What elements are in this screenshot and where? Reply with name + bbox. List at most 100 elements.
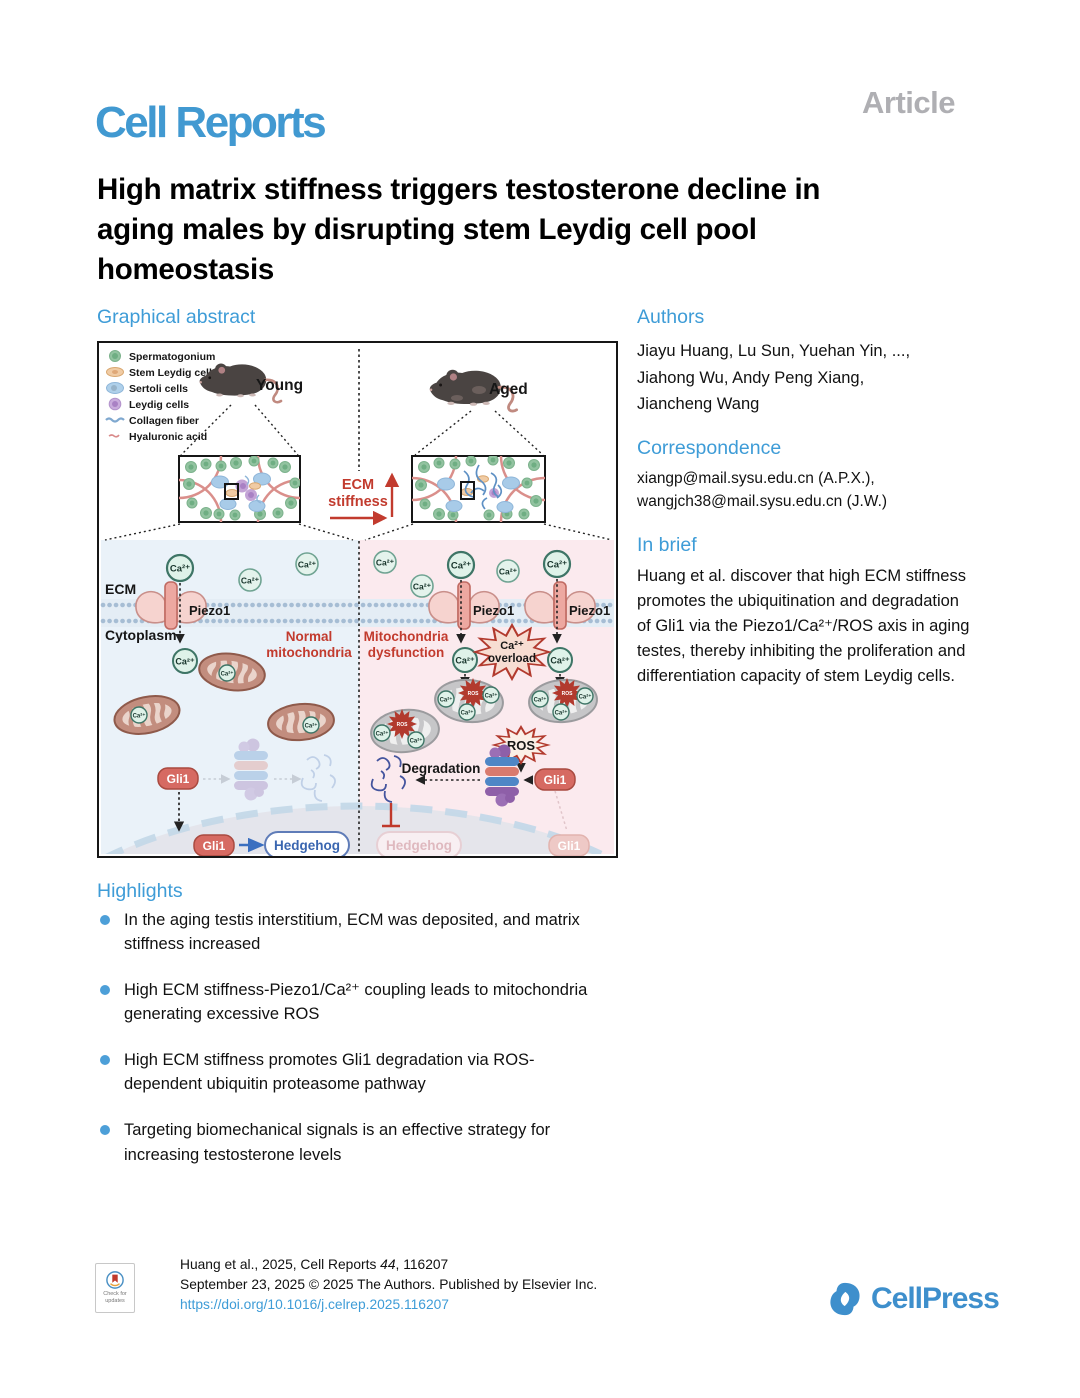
svg-text:Hedgehog: Hedgehog	[274, 838, 340, 853]
svg-text:Ca²⁺: Ca²⁺	[241, 576, 260, 586]
mitochondria-dysfunction-label: Mitochondria	[364, 629, 449, 644]
legend-label: Spermatogonium	[129, 351, 215, 363]
legend-label: Collagen fiber	[129, 415, 199, 427]
svg-text:Ca²⁺: Ca²⁺	[534, 697, 547, 704]
author-line: Jiahong Wu, Andy Peng Xiang,	[637, 368, 865, 387]
piezo1-label: Piezo1	[473, 603, 514, 618]
title-line: High matrix stiffness triggers testoster…	[97, 173, 821, 206]
svg-text:overload: overload	[488, 653, 536, 665]
article-type-label: Article	[862, 85, 955, 120]
svg-text:ROS: ROS	[397, 722, 409, 728]
graphical-abstract-svg: Spermatogonium Stem Leydig cells Sertoli…	[99, 343, 617, 859]
legend-label: Leydig cells	[129, 399, 189, 411]
collagen-fibers	[463, 464, 503, 510]
in-brief-text: Huang et al. discover that high ECM stif…	[637, 567, 970, 686]
piezo1-label: Piezo1	[569, 603, 610, 618]
svg-text:Ca²⁺: Ca²⁺	[485, 693, 498, 700]
svg-text:ROS: ROS	[468, 691, 480, 697]
ecm-stiffness-label: stiffness	[328, 494, 388, 510]
zoom-region-box	[224, 483, 239, 500]
svg-text:ROS: ROS	[507, 738, 536, 753]
svg-text:Ca²⁺: Ca²⁺	[413, 582, 432, 592]
svg-text:Ca²⁺: Ca²⁺	[175, 657, 195, 667]
svg-text:Ca²⁺: Ca²⁺	[376, 558, 395, 568]
legend: Spermatogonium Stem Leydig cells Sertoli…	[105, 350, 218, 443]
bullet-icon	[100, 985, 110, 996]
svg-text:Gli1: Gli1	[544, 773, 567, 787]
ros-burst: ROS	[492, 725, 550, 765]
svg-text:Ca²⁺: Ca²⁺	[376, 731, 389, 738]
highlight-item: High ECM stiffness-Piezo1/Ca²⁺ coupling …	[97, 978, 597, 1026]
title-line: aging males by disrupting stem Leydig ce…	[97, 213, 757, 247]
svg-text:Ca²⁺: Ca²⁺	[451, 561, 471, 572]
doi-link[interactable]: https://doi.org/10.1016/j.celrep.2025.11…	[180, 1297, 449, 1312]
journal-logo: Cell Reports	[95, 98, 327, 147]
ecm-stiffness-label: ECM	[342, 477, 374, 493]
correspondence-email[interactable]: xiangp@mail.sysu.edu.cn (A.P.X.),	[637, 470, 875, 487]
highlights-list: In the aging testis interstitium, ECM wa…	[97, 908, 597, 1189]
citation-line: Huang et al., 2025, Cell Reports 44, 116…	[180, 1257, 449, 1272]
ca-ion: Ca²⁺ Ca²⁺ Ca²⁺ Ca²⁺ Ca²⁺ Ca²⁺ Ca²⁺ Ca²⁺ …	[165, 549, 573, 674]
correspondence-heading: Correspondence	[637, 437, 782, 459]
gli1-pill	[534, 768, 576, 791]
aged-label: Aged	[489, 381, 528, 398]
svg-text:Ca²⁺: Ca²⁺	[305, 723, 318, 730]
cellpress-mark-icon	[830, 1282, 860, 1316]
legend-label: Sertoli cells	[129, 383, 188, 395]
ca-overload-burst: Ca²⁺ overload	[473, 623, 551, 681]
mitochondrion-dysfunctional: ROS ROS ROS Ca²⁺ Ca²⁺ Ca²⁺ Ca²⁺ Ca²⁺ Ca²…	[369, 677, 598, 755]
title-line: homeostasis	[97, 253, 275, 287]
svg-text:Hedgehog: Hedgehog	[386, 838, 452, 853]
check-for-updates-badge[interactable]: Check for updates	[95, 1263, 135, 1313]
highlight-text: In the aging testis interstitium, ECM wa…	[124, 911, 580, 954]
svg-text:Ca²⁺: Ca²⁺	[555, 710, 568, 717]
svg-text:Ca²⁺: Ca²⁺	[133, 713, 146, 720]
gli1-pathway-blocked: Hedgehog Gli1	[376, 831, 590, 859]
graphical-abstract-figure: Spermatogonium Stem Leydig cells Sertoli…	[97, 341, 618, 859]
hyaluronic-acid-icon	[108, 434, 120, 438]
mitochondria-dysfunction-label: dysfunction	[368, 645, 445, 660]
highlights-heading: Highlights	[97, 880, 183, 902]
legend-label: Hyaluronic acid	[129, 431, 207, 443]
degradation-pathway: Gli1 Degradation	[370, 744, 576, 832]
svg-text:Gli1: Gli1	[558, 839, 581, 853]
svg-text:Ca²⁺: Ca²⁺	[221, 671, 234, 678]
author-line: Jiancheng Wang	[637, 395, 760, 414]
highlight-text: High ECM stiffness promotes Gli1 degrada…	[124, 1051, 535, 1094]
volume-number: 44	[380, 1257, 396, 1272]
svg-text:Ca²⁺: Ca²⁺	[170, 564, 190, 575]
author-line: Jiayu Huang, Lu Sun, Yuehan Yin, ...,	[637, 342, 911, 360]
young-mouse: Young	[198, 362, 303, 404]
svg-text:Ca²⁺: Ca²⁺	[579, 694, 592, 701]
young-tissue-inset	[178, 455, 301, 523]
highlight-item: High ECM stiffness promotes Gli1 degrada…	[97, 1048, 597, 1096]
degradation-label: Degradation	[402, 761, 481, 776]
mitochondrion-normal: Ca²⁺ Ca²⁺ Ca²⁺	[111, 650, 335, 743]
legend-label: Stem Leydig cells	[129, 367, 218, 379]
highlight-text: High ECM stiffness-Piezo1/Ca²⁺ coupling …	[124, 981, 588, 1024]
in-brief-heading: In brief	[637, 534, 697, 556]
svg-text:Ca²⁺: Ca²⁺	[440, 697, 453, 704]
authors-heading: Authors	[637, 306, 705, 328]
aged-tissue-inset	[411, 455, 546, 523]
ecm-stiffness-annotation: ECM stiffness	[328, 472, 400, 526]
svg-text:ROS: ROS	[562, 691, 574, 697]
highlight-item: Targeting biomechanical signals is an ef…	[97, 1118, 597, 1166]
cellpress-logo: CellPress	[826, 1280, 1000, 1318]
correspondence-email[interactable]: wangjch38@mail.sysu.edu.cn (J.W.)	[637, 493, 888, 511]
svg-text:Ca²⁺: Ca²⁺	[410, 738, 423, 745]
cellpress-wordmark: CellPress	[871, 1282, 1000, 1315]
aged-mouse: Aged	[428, 368, 528, 413]
correspondence-emails: xiangp@mail.sysu.edu.cn (A.P.X.), wangjc…	[637, 467, 989, 514]
highlight-item: In the aging testis interstitium, ECM wa…	[97, 908, 597, 956]
bullet-icon	[100, 1055, 110, 1066]
paper-title: High matrix stiffness triggers testoster…	[97, 170, 997, 290]
authors-list: Jiayu Huang, Lu Sun, Yuehan Yin, ..., Ji…	[637, 338, 989, 418]
svg-text:Ca²⁺: Ca²⁺	[500, 640, 524, 652]
nucleus	[105, 802, 609, 854]
svg-text:Gli1: Gli1	[203, 839, 226, 853]
svg-text:Ca²⁺: Ca²⁺	[499, 567, 518, 577]
collagen-fiber-icon	[105, 417, 125, 423]
svg-text:Ca²⁺: Ca²⁺	[550, 656, 570, 666]
